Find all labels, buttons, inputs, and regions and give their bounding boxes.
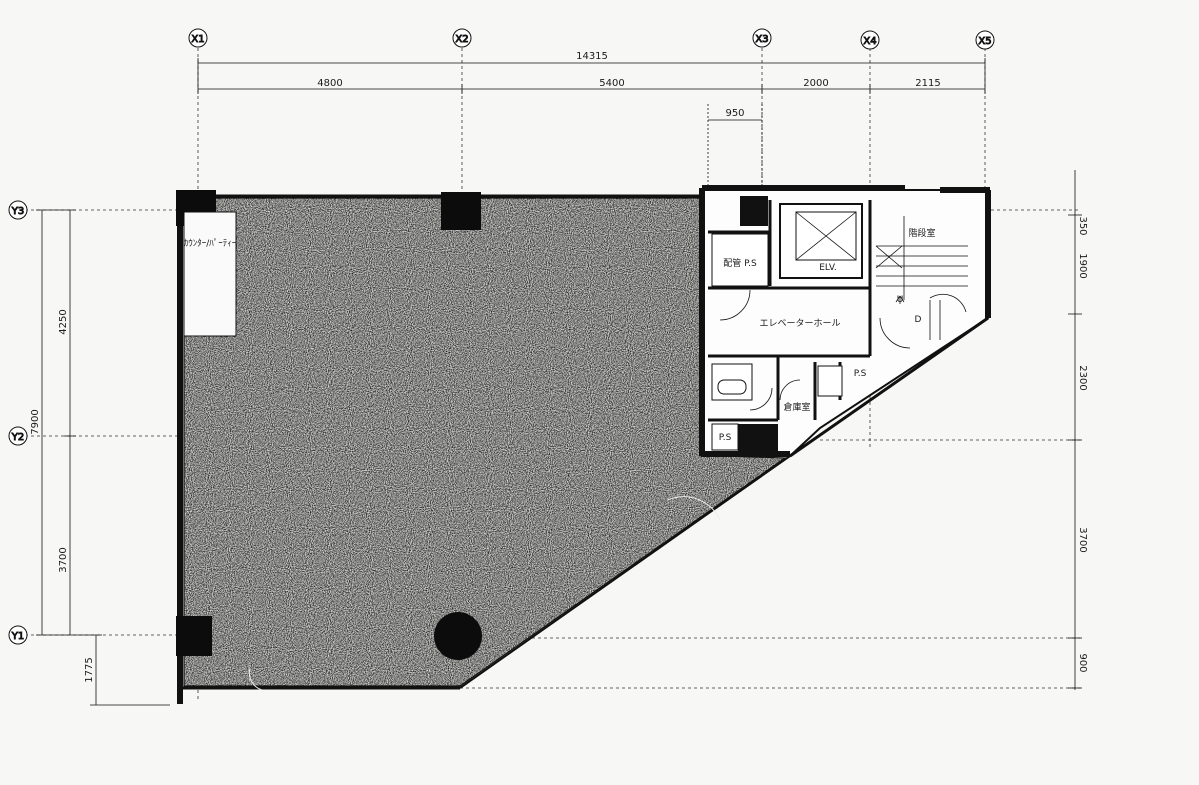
counter-area: ｶｳﾝﾀｰ/ﾊﾟｰﾃｨｰ — [183, 211, 237, 337]
dim-x4-x5: 2115 — [915, 78, 940, 89]
axis-x4: X4 — [860, 30, 880, 50]
dim-x3-x4: 2000 — [803, 78, 828, 89]
dim-right-top: 350 — [1077, 216, 1088, 235]
svg-text:X4: X4 — [863, 36, 876, 47]
stair-up-label: U — [897, 295, 904, 305]
svg-text:X3: X3 — [755, 34, 768, 45]
axis-x1: X1 — [188, 28, 208, 48]
stairwell — [719, 216, 968, 349]
svg-text:Y1: Y1 — [11, 631, 24, 642]
elevator-hall-label: エレベーターホール — [759, 318, 840, 329]
dim-left-upper: 4250 — [58, 309, 69, 334]
top-dimensions — [197, 58, 986, 190]
stairwell-label: 階段室 — [908, 227, 935, 239]
elevator-label: ELV. — [819, 263, 837, 273]
svg-text:X5: X5 — [978, 36, 991, 47]
axis-y3: Y3 — [8, 200, 28, 220]
dim-left-total: 7900 — [30, 409, 41, 434]
dim-x1-x2: 4800 — [317, 78, 342, 89]
dim-left-bottom: 1775 — [84, 657, 95, 682]
axis-y2: Y2 — [8, 426, 28, 446]
ps-upper-label: 配管 P.S — [723, 257, 757, 269]
axis-y1: Y1 — [8, 625, 28, 645]
core-column-lower — [738, 424, 778, 454]
axis-x5: X5 — [975, 30, 995, 50]
door-swings — [248, 496, 721, 691]
elevator: ELV. — [779, 203, 863, 279]
right-dimensions — [1068, 170, 1082, 690]
dim-core-offset: 950 — [725, 108, 744, 119]
svg-text:Y2: Y2 — [11, 432, 24, 443]
ps-lower-label: P.S — [719, 433, 732, 443]
svg-text:X2: X2 — [455, 34, 468, 45]
svg-text:X1: X1 — [191, 34, 204, 45]
dim-left-lower: 3700 — [58, 547, 69, 572]
counter-label: ｶｳﾝﾀｰ/ﾊﾟｰﾃｨｰ — [184, 238, 237, 249]
axis-x2: X2 — [452, 28, 472, 48]
dim-right-1: 1900 — [1077, 253, 1088, 278]
main-floor-area — [183, 197, 787, 687]
stair-down-label: D — [915, 315, 922, 325]
ps-right-label: P.S — [854, 369, 867, 379]
dim-right-3: 3700 — [1077, 527, 1088, 552]
svg-text:Y3: Y3 — [11, 206, 24, 217]
left-dimensions — [36, 209, 170, 706]
service-core: ELV. 配管 P.S エレベーターホール 階段室 U D — [699, 185, 991, 458]
core-column — [740, 196, 768, 226]
dim-right-bottom: 900 — [1077, 653, 1088, 672]
dim-right-2: 2300 — [1077, 365, 1088, 390]
axis-x3: X3 — [752, 28, 772, 48]
dim-overall-width: 14315 — [576, 51, 608, 62]
storage-label: 倉庫室 — [783, 401, 810, 413]
column-x2-y3 — [441, 192, 481, 230]
y-axis-markers: Y3 Y2 Y1 — [8, 200, 28, 645]
column-round — [434, 612, 482, 660]
dim-x2-x3: 5400 — [599, 78, 624, 89]
x-axis-markers: X1 X2 X3 X4 X5 — [188, 28, 995, 50]
column-x1-y1 — [176, 616, 212, 656]
